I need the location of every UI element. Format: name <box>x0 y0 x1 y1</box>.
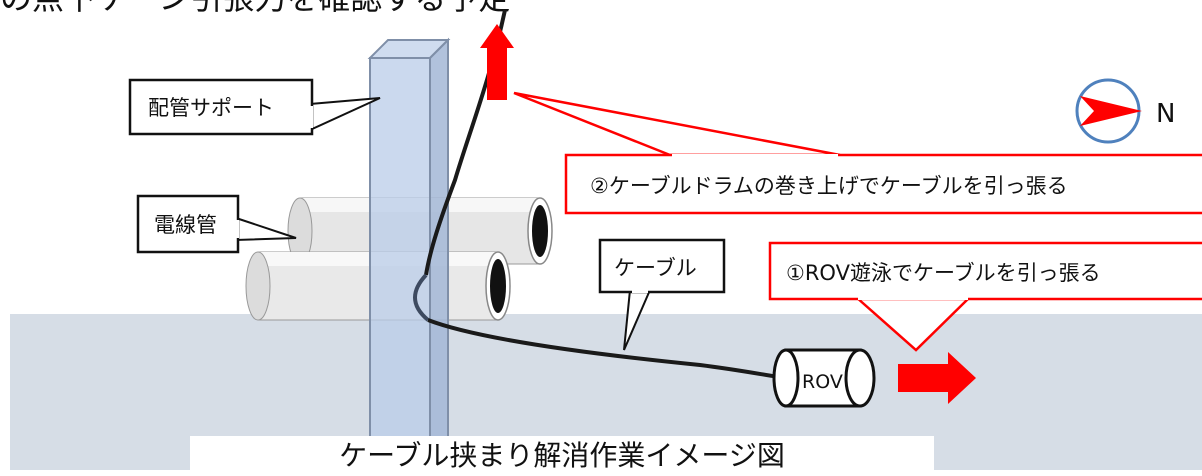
callout-conduit: 電線管 <box>136 194 297 254</box>
conduit-label: 電線管 <box>154 213 217 237</box>
pipe-support-label: 配管サポート <box>148 96 274 120</box>
compass-north-label: N <box>1156 99 1175 129</box>
callout-step2: ②ケーブルドラムの巻き上げでケーブルを引っ張る <box>513 91 1202 215</box>
step2-label: ②ケーブルドラムの巻き上げでケーブルを引っ張る <box>590 174 1068 198</box>
right-arrow <box>898 352 976 404</box>
callout-cable: ケーブル <box>598 238 726 351</box>
diagram-caption: ケーブル挟まり解消作業イメージ図 <box>190 436 934 472</box>
compass-needle-icon <box>1080 96 1142 126</box>
top-cropped-text: の点下ケーン引張力を確認する予定 <box>0 0 560 18</box>
cable-behind-support <box>413 273 430 322</box>
callout-pipe-support: 配管サポート <box>128 78 381 136</box>
cable-label: ケーブル <box>614 256 697 280</box>
cable-underwater <box>427 318 787 380</box>
compass: N <box>1075 78 1175 144</box>
callout-step1: ①ROV遊泳でケーブルを引っ張る <box>768 241 1202 352</box>
up-arrow <box>480 24 514 100</box>
rov-label: ROV <box>802 371 843 393</box>
step1-label: ①ROV遊泳でケーブルを引っ張る <box>786 261 1101 285</box>
rov: ROV <box>772 348 876 408</box>
